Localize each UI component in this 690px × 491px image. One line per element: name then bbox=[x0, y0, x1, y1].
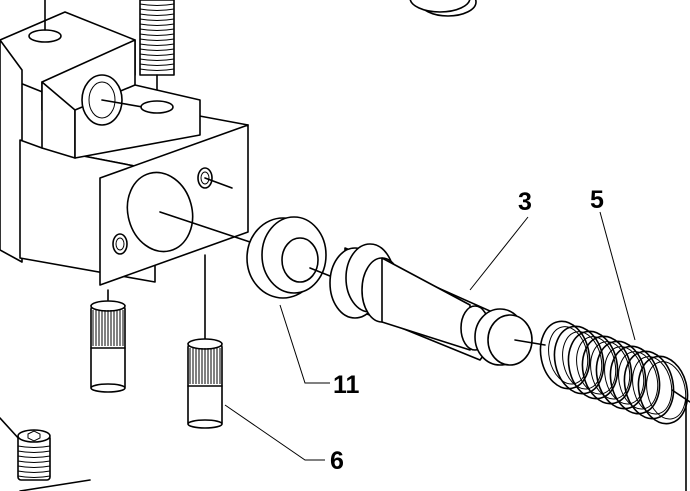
spring-coil bbox=[595, 340, 647, 410]
dowel-pin-right bbox=[187, 338, 223, 429]
compression-spring bbox=[539, 320, 690, 491]
spring-coil bbox=[553, 325, 605, 395]
thread-line bbox=[17, 465, 51, 468]
threaded-rod bbox=[139, 0, 175, 103]
thread-line bbox=[17, 445, 51, 448]
thread-line bbox=[139, 58, 175, 61]
thread-line bbox=[139, 63, 175, 66]
thread-line bbox=[139, 18, 175, 21]
valve-body-block bbox=[19, 74, 251, 286]
thread-line bbox=[139, 8, 175, 11]
thread-line bbox=[139, 68, 175, 71]
spring-coil bbox=[623, 350, 675, 420]
spring-coil bbox=[581, 335, 633, 405]
thread-line bbox=[17, 470, 51, 473]
callout-leaders bbox=[224, 211, 636, 461]
thread-line bbox=[139, 23, 175, 26]
spring-coil-inner bbox=[646, 361, 687, 420]
thread-line bbox=[139, 13, 175, 16]
thread-line bbox=[139, 53, 175, 56]
thread-line bbox=[139, 3, 175, 6]
callout-label-6: 6 bbox=[330, 447, 344, 475]
thread-line bbox=[17, 450, 51, 453]
thread-line bbox=[139, 48, 175, 51]
thread-line bbox=[17, 455, 51, 458]
seal-ring bbox=[246, 216, 331, 299]
set-screw bbox=[0, 417, 91, 491]
spring-coil bbox=[637, 355, 689, 425]
callout-label-3: 3 bbox=[518, 188, 532, 216]
thread-line bbox=[17, 475, 51, 478]
spring-coil bbox=[539, 320, 591, 390]
spring-top-partial bbox=[409, 0, 477, 17]
callout-label-5: 5 bbox=[590, 186, 604, 214]
thread-line bbox=[139, 33, 175, 36]
thread-line bbox=[139, 28, 175, 31]
spring-coil bbox=[609, 345, 661, 415]
thread-line bbox=[139, 43, 175, 46]
spring-coil bbox=[567, 330, 619, 400]
dowel-pin-left bbox=[90, 300, 126, 393]
callout-label-11: 11 bbox=[333, 371, 360, 399]
thread-line bbox=[17, 460, 51, 463]
thread-line bbox=[139, 38, 175, 41]
valve-spool bbox=[329, 243, 546, 366]
